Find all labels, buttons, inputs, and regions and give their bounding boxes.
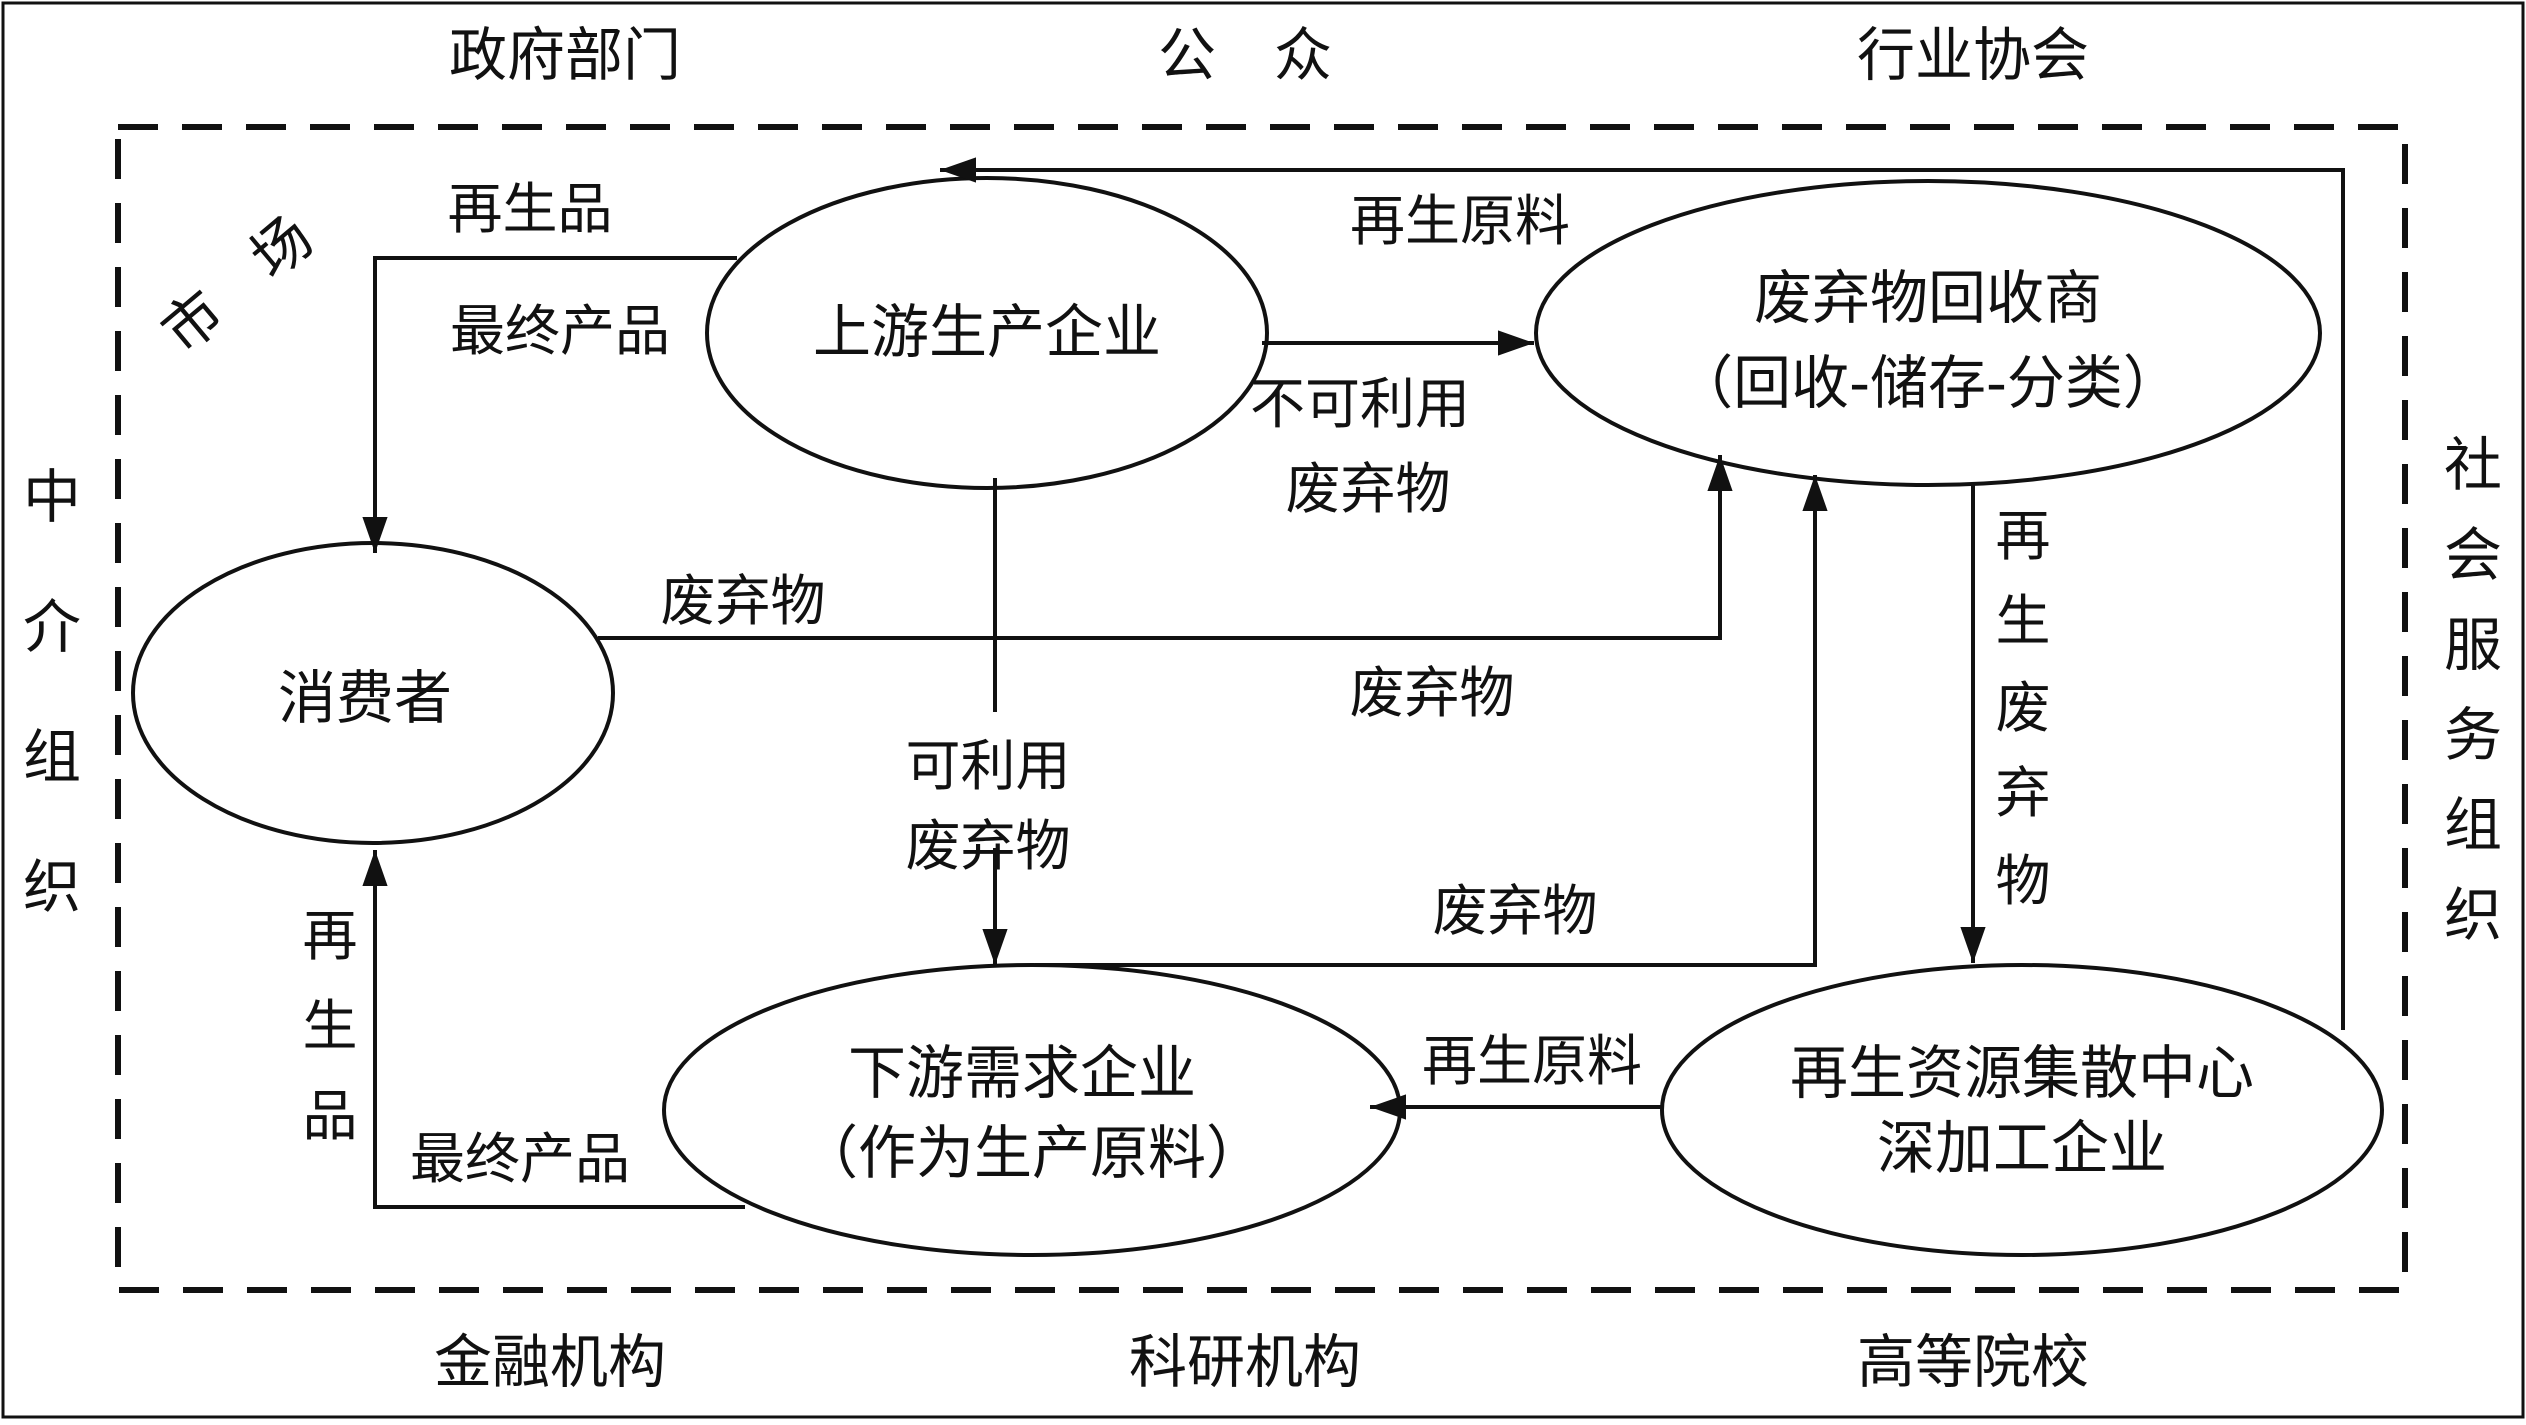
edge-consumer-to-recycler (598, 455, 1733, 640)
node-downstream-ellipse (662, 963, 1402, 1257)
node-center-label: 再生资源集散中心 (1790, 1039, 2254, 1107)
node-upstream-ellipse (705, 176, 1269, 490)
node-downstream-sublabel: （作为生产原料） (800, 1119, 1264, 1187)
label-social-service-char-6: 织 (2444, 881, 2502, 949)
edge-label-usable-waste-line2: 废弃物 (905, 814, 1070, 878)
edge-label-unusable-waste-line1: 不可利用 (1250, 372, 1470, 436)
edge-label-recycled-product-left-char-2: 生 (302, 994, 357, 1058)
node-center-ellipse (1660, 963, 2384, 1257)
label-social-service-char-1: 社 (2444, 431, 2502, 499)
edge-upstream-to-consumer (362, 256, 737, 553)
label-social-service-char-4: 务 (2444, 701, 2502, 769)
label-public: 公 众 (1158, 21, 1332, 89)
edge-label-usable-waste-line1: 可利用 (905, 734, 1070, 798)
node-consumer-label: 消费者 (278, 664, 452, 732)
edge-label-unusable-waste-line2: 废弃物 (1285, 457, 1450, 521)
label-market: 市 场 (149, 203, 326, 367)
edge-label-downstream-waste: 废弃物 (1432, 879, 1597, 943)
edge-center-to-upstream (940, 157, 2345, 1030)
edge-label-recycled-product-top: 再生品 (447, 177, 612, 241)
edge-label-recycled-waste-char-5: 物 (1995, 849, 2050, 913)
edge-label-consumer-waste-lower: 废弃物 (1349, 661, 1514, 725)
edge-label-recycled-material-top: 再生原料 (1350, 189, 1570, 253)
label-intermediary-char-4: 织 (23, 853, 81, 921)
label-social-service-char-5: 组 (2444, 791, 2502, 859)
label-social-service-char-2: 会 (2444, 521, 2502, 589)
edge-label-consumer-waste-upper: 废弃物 (660, 569, 825, 633)
edge-label-final-product-bottom: 最终产品 (410, 1127, 630, 1191)
label-industry-association: 行业协会 (1857, 21, 2089, 89)
edge-label-final-product-top: 最终产品 (450, 299, 670, 363)
node-recycler-sublabel: （回收-储存-分类） (1675, 349, 2181, 417)
node-downstream-label: 下游需求企业 (848, 1039, 1196, 1107)
edge-label-recycled-product-left-char-1: 再 (302, 904, 357, 968)
node-recycler-ellipse (1534, 179, 2322, 487)
label-universities: 高等院校 (1857, 1328, 2089, 1396)
edge-label-recycled-waste-char-4: 弃 (1995, 761, 2050, 825)
label-financial-institutions: 金融机构 (434, 1328, 666, 1396)
edge-label-recycled-material-bottom: 再生原料 (1422, 1029, 1642, 1093)
node-upstream-label: 上游生产企业 (813, 298, 1161, 366)
edge-label-recycled-waste-char-2: 生 (1995, 589, 2050, 653)
label-intermediary-char-2: 介 (23, 593, 81, 661)
label-social-service-char-3: 服 (2444, 611, 2502, 679)
edge-downstream-to-consumer (362, 850, 745, 1209)
label-research-institutions: 科研机构 (1129, 1328, 1361, 1396)
label-intermediary-char-1: 中 (23, 463, 81, 531)
edge-label-recycled-waste-char-3: 废 (1995, 676, 2050, 740)
label-government: 政府部门 (449, 21, 681, 89)
node-center-sublabel: 深加工企业 (1877, 1114, 2167, 1182)
label-intermediary-char-3: 组 (23, 723, 81, 791)
edge-downstream-to-recycler (1035, 475, 1828, 967)
edge-label-recycled-product-left-char-3: 品 (302, 1084, 357, 1148)
edge-label-recycled-waste-char-1: 再 (1995, 504, 2050, 568)
node-recycler-label: 废弃物回收商 (1754, 264, 2102, 332)
